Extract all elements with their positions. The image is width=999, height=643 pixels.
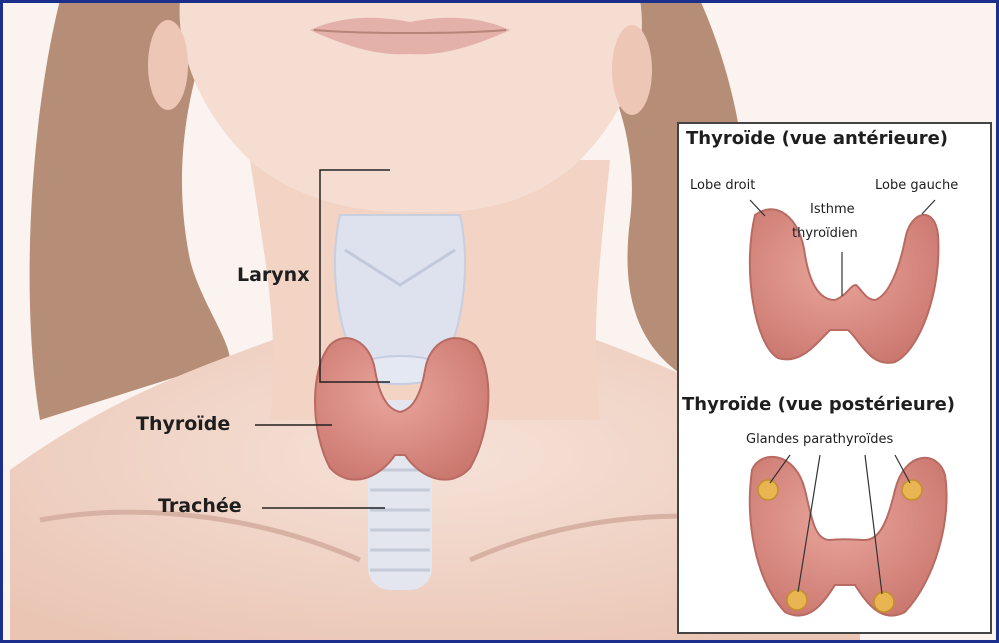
trachea-label: Trachée xyxy=(158,495,242,517)
inset-panel xyxy=(677,122,992,634)
left-ear xyxy=(148,20,188,110)
posterior-view-title: Thyroïde (vue postérieure) xyxy=(682,394,955,415)
parathyroid-label: Glandes parathyroïdes xyxy=(746,432,893,447)
right-lobe-label: Lobe droit xyxy=(690,178,755,193)
larynx-cartilage xyxy=(335,215,465,360)
right-ear xyxy=(612,25,652,115)
anterior-view-title: Thyroïde (vue antérieure) xyxy=(686,128,948,149)
isthmus-label-line2: thyroïdien xyxy=(792,226,858,241)
larynx-label: Larynx xyxy=(237,264,309,286)
thyroid-label: Thyroïde xyxy=(136,413,230,435)
isthmus-label-line1: Isthme xyxy=(810,202,855,217)
left-lobe-label: Lobe gauche xyxy=(875,178,958,193)
